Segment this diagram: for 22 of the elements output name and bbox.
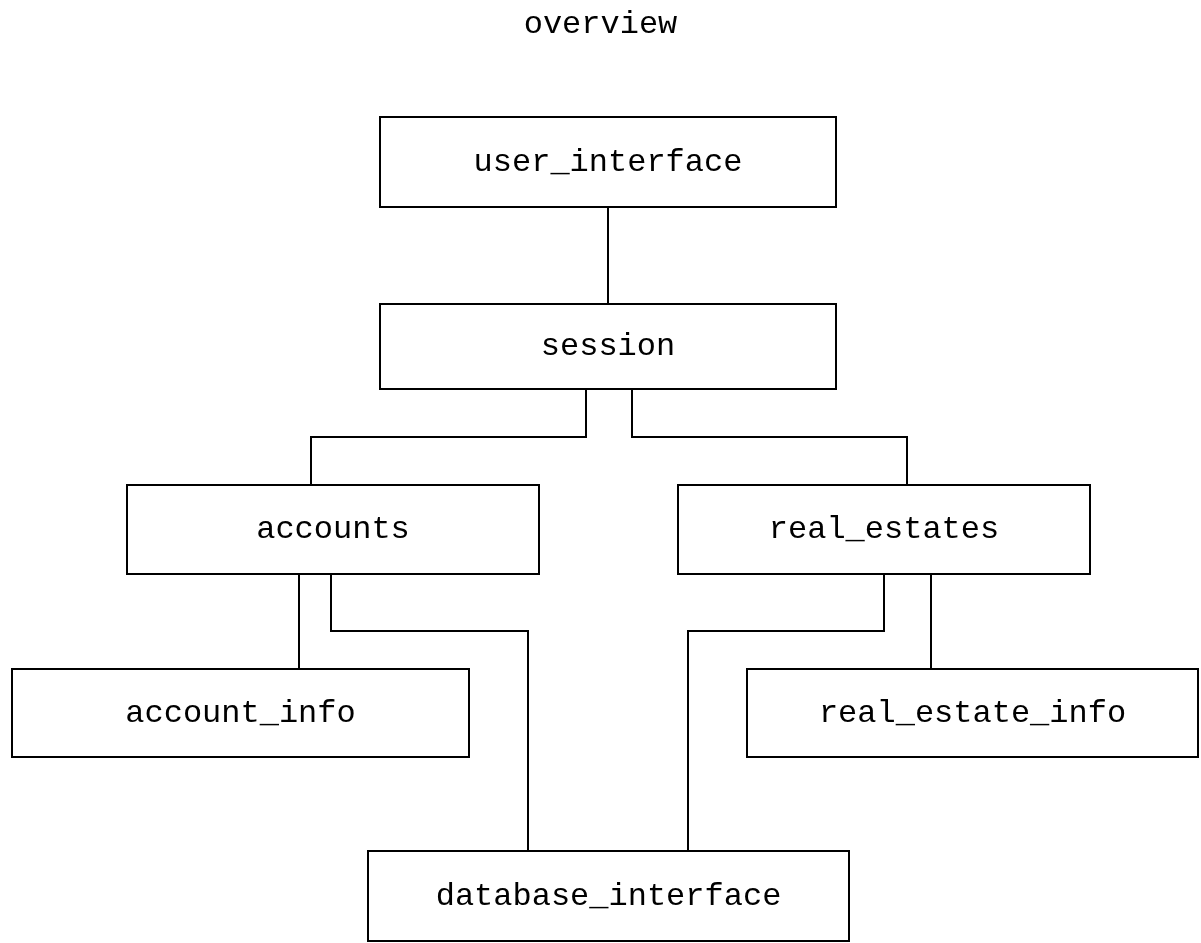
module-box <box>11 668 470 758</box>
module-box <box>126 484 540 575</box>
diagram-title: overview <box>523 6 678 43</box>
connector-line <box>930 574 932 669</box>
module-box <box>367 850 850 942</box>
module-box <box>746 668 1199 758</box>
module-box <box>677 484 1091 575</box>
connector-line <box>631 389 908 485</box>
module-box <box>379 303 837 390</box>
module-name: accounts <box>256 511 410 548</box>
connector-line <box>607 207 609 304</box>
connector-line <box>310 389 587 485</box>
module-name: real_estates <box>768 511 1000 548</box>
connector-line <box>687 574 885 851</box>
module-box <box>379 116 837 208</box>
module-name: session <box>540 328 676 365</box>
module-name: database_interface <box>435 877 782 915</box>
module-name: real_estate_info <box>818 694 1127 732</box>
connector-line <box>298 574 300 669</box>
connector-line <box>330 574 529 851</box>
module-name: account_info <box>125 694 356 732</box>
module-name: user_interface <box>473 143 743 181</box>
